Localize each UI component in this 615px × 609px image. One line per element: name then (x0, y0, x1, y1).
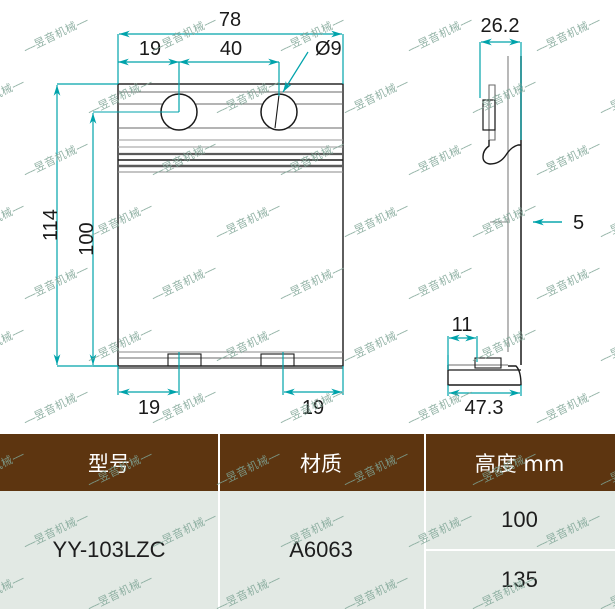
side-view-dimensions: 26.2 5 11 47.3 (447, 15, 584, 419)
dim-overall-width: 78 (219, 9, 241, 31)
table-row: YY-103LZC A6063 100 135 (0, 491, 615, 609)
header-height-label: 高度 mm (474, 451, 565, 476)
technical-drawing: 78 19 40 Ø9 114 100 (40, 9, 584, 419)
dim-thickness: 5 (573, 212, 584, 234)
header-model: 型号 (0, 434, 218, 491)
cell-model-value: YY-103LZC (52, 537, 166, 562)
dim-bottom-left-slot: 19 (138, 397, 160, 419)
spec-table: 型号 材质 高度 mm YY-103LZC A6063 100 135 (0, 434, 615, 609)
front-view-dimensions: 78 19 40 Ø9 114 100 (40, 9, 344, 419)
dim-inner-height: 100 (76, 222, 98, 255)
header-material: 材质 (218, 434, 424, 491)
dim-overall-depth: 47.3 (465, 397, 504, 419)
dim-overall-height: 114 (40, 209, 62, 241)
dim-hole-spacing: 40 (220, 38, 242, 60)
cell-height-option-1: 100 (424, 491, 615, 549)
dim-bottom-right-slot: 19 (302, 397, 324, 419)
header-model-label: 型号 (88, 451, 130, 476)
cell-height: 100 135 (424, 491, 615, 609)
cell-material-value: A6063 (289, 537, 353, 562)
table-header-row: 型号 材质 高度 mm (0, 434, 615, 491)
cell-material: A6063 (218, 491, 424, 609)
header-material-label: 材质 (300, 451, 342, 476)
dim-hole-diameter: Ø9 (315, 38, 342, 60)
dim-foot-width: 11 (452, 314, 473, 336)
dim-top-width: 26.2 (481, 15, 520, 37)
front-view-body (117, 83, 344, 369)
cell-height-value-2: 135 (501, 567, 538, 592)
cell-model: YY-103LZC (0, 491, 218, 609)
header-height: 高度 mm (424, 434, 615, 491)
cell-height-option-2: 135 (424, 549, 615, 609)
cell-height-value-1: 100 (501, 507, 538, 532)
dim-hole-offset: 19 (139, 38, 161, 60)
